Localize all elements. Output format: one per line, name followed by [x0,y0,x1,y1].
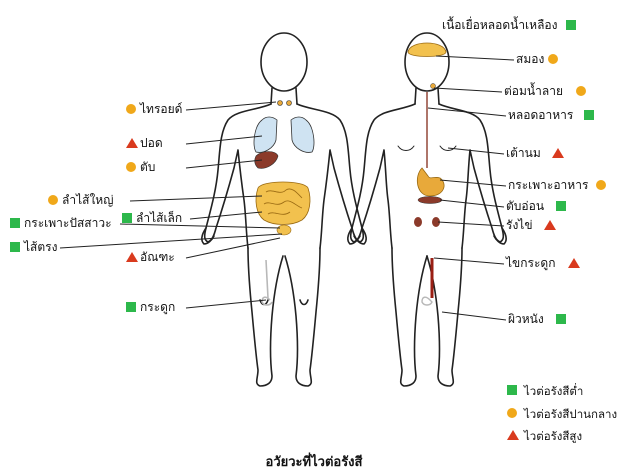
right-organ-label: ไขกระดูก [506,256,555,270]
right-organs [408,43,446,305]
left-7-triangle-marker [126,252,138,262]
right-organ-label: เนื้อเยื่อหลอดน้ำเหลือง [442,18,558,32]
left-5-square-marker [10,218,20,228]
right-organ-label: กระเพาะอาหาร [508,178,588,192]
left-4-square-marker [122,213,132,223]
leader-line-right-2 [434,88,502,92]
right-9-square-marker [556,314,566,324]
leader-line-right-1 [436,56,514,60]
stomach-organ [417,168,444,196]
right-4-triangle-marker [552,148,564,158]
leader-line-right-6 [440,200,504,207]
leader-line-left-2 [186,160,262,168]
left-organ-label: ไทรอยด์ [140,102,182,116]
lung-left-organ [254,117,277,152]
left-2-circle-marker [126,162,136,172]
legend-high-marker [507,430,519,440]
right-organ-label: ต่อมน้ำลาย [504,84,563,98]
right-organ-label: ผิวหนัง [508,312,544,326]
legend-medium-marker [507,408,517,418]
femur-bone [262,260,272,305]
leader-line-left-4 [190,212,262,219]
left-organ-label: ไส้ตรง [24,240,57,254]
leader-line-left-0 [186,102,276,110]
leader-line-left-7 [186,238,280,258]
thyroid-organ [278,101,283,106]
left-organ-label: กระเพาะปัสสาวะ [24,216,112,230]
left-8-square-marker [126,302,136,312]
right-organ-label: รังไข่ [506,218,533,232]
leader-line-left-6 [60,234,282,248]
pancreas-organ [418,197,442,204]
right-body-outline [348,33,506,386]
left-organ-label: ลำไส้เล็ก [136,211,182,225]
legend-low-label: ไวต่อรังสีต่ำ [524,383,583,401]
leader-line-right-3 [428,108,506,116]
right-2-circle-marker [576,86,586,96]
leader-line-right-7 [438,222,504,226]
right-organ-label: ตับอ่อน [506,199,544,213]
leader-line-left-1 [186,136,262,144]
brain-organ [408,43,446,57]
legend-medium-label: ไวต่อรังสีปานกลาง [524,406,617,424]
legend-low-marker [507,385,517,395]
leader-line-right-9 [442,312,506,320]
intestine-organ [256,182,310,225]
left-1-triangle-marker [126,138,138,148]
ovary-organ [414,217,422,227]
leader-line-right-4 [448,148,504,154]
left-6-square-marker [10,242,20,252]
left-3-circle-marker [48,195,58,205]
right-8-triangle-marker [568,258,580,268]
leader-line-right-5 [440,180,506,186]
leader-line-right-8 [434,258,504,264]
left-organ-label: ปอด [140,136,163,150]
right-organ-label: สมอง [516,52,544,66]
left-organ-label: ลำไส้ใหญ่ [62,193,113,207]
diagram-title: อวัยวะที่ไวต่อรังสี [0,451,628,472]
right-6-square-marker [556,201,566,211]
right-organ-label: หลอดอาหาร [508,108,573,122]
left-0-circle-marker [126,104,136,114]
legend-high-label: ไวต่อรังสีสูง [524,428,582,446]
lung-right-organ [291,117,314,152]
right-5-circle-marker [596,180,606,190]
leader-line-left-3 [130,196,262,201]
right-0-square-marker [566,20,576,30]
right-1-circle-marker [548,54,558,64]
right-organ-label: เต้านม [506,146,541,160]
left-organ-label: กระดูก [140,300,175,314]
leader-line-left-8 [186,300,266,308]
right-3-square-marker [584,110,594,120]
left-organs [254,101,314,306]
left-organ-label: ตับ [140,160,155,174]
right-7-triangle-marker [544,220,556,230]
bladder-organ [277,225,291,235]
left-organ-label: อัณฑะ [140,250,175,264]
